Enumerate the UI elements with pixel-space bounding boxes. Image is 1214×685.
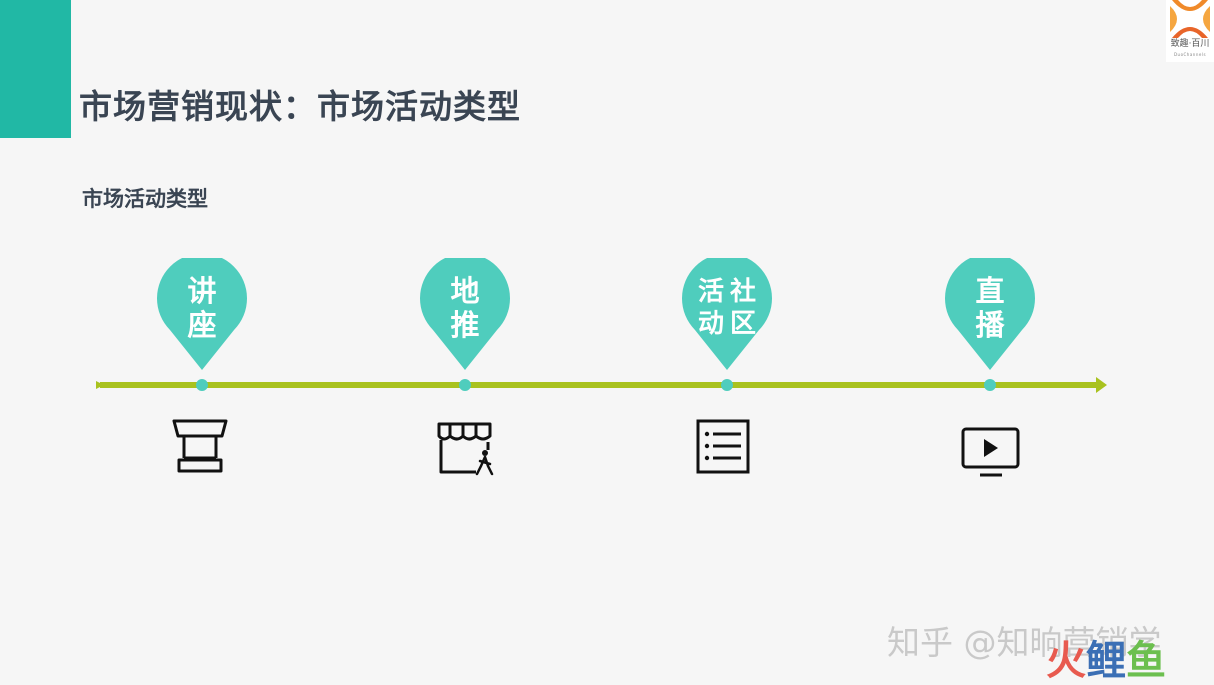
list-document-icon	[696, 419, 750, 474]
brand-part-1: 火	[1046, 638, 1086, 684]
timeline-dot	[196, 379, 208, 391]
timeline-pin-ground-promotion: 地推	[419, 258, 511, 370]
pin-label-line: 活社	[697, 277, 762, 307]
logo-mark-icon	[1170, 0, 1210, 38]
watermark-text: 知乎 @知晌营销学	[887, 623, 1162, 662]
section-subtitle: 市场活动类型	[82, 187, 208, 211]
timeline-pin-lecture: 讲座	[156, 258, 248, 370]
timeline-dot	[721, 379, 733, 391]
brand-logo: 火鲤鱼	[1046, 637, 1166, 685]
pin-label-ground-promotion: 地推	[450, 274, 480, 342]
page-title: 市场营销现状：市场活动类型	[79, 87, 521, 126]
video-play-icon	[961, 427, 1020, 477]
storefront-person-icon	[437, 422, 494, 476]
company-logo: 致趣·百川 DuoChannels	[1166, 0, 1214, 62]
timeline-dot	[459, 379, 471, 391]
brand-part-3: 鱼	[1126, 638, 1166, 684]
timeline-dot	[984, 379, 996, 391]
brand-part-2: 鲤	[1086, 638, 1126, 684]
logo-text: 致趣·百川	[1170, 39, 1210, 49]
podium-icon	[172, 419, 228, 473]
pin-label-community: 活社 动区	[681, 272, 773, 344]
timeline-pin-livestream: 直播	[944, 258, 1036, 370]
timeline-pin-community: 活社 动区	[681, 258, 773, 370]
logo-subtext: DuoChannels	[1173, 52, 1207, 57]
pin-label-lecture: 讲座	[187, 274, 217, 342]
pin-label-livestream: 直播	[975, 274, 1005, 342]
pin-label-line: 动区	[697, 309, 762, 339]
accent-block	[0, 0, 71, 138]
